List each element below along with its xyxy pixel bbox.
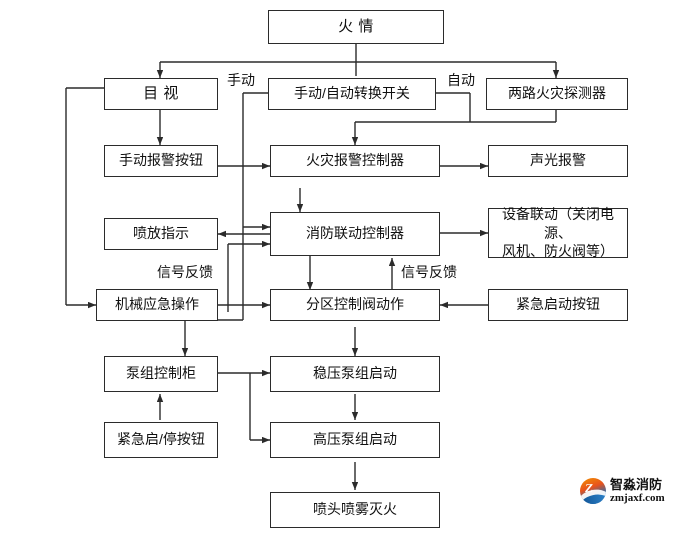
node-dual-fire-detectors[interactable]: 两路火灾探测器	[486, 78, 628, 110]
edge-label-signal-feedback-right: 信号反馈	[400, 262, 458, 282]
node-spray-indicator[interactable]: 喷放指示	[104, 218, 218, 250]
edge-label-auto: 自动	[446, 70, 476, 90]
node-emergency-start-stop-button[interactable]: 紧急启/停按钮	[104, 422, 218, 458]
node-manual-alarm-button[interactable]: 手动报警按钮	[104, 145, 218, 177]
node-high-pressure-pump-start[interactable]: 高压泵组启动	[270, 422, 440, 458]
logo-circle-icon: Z	[580, 478, 606, 504]
node-audible-visual-alarm[interactable]: 声光报警	[488, 145, 628, 177]
node-fire-linkage-controller[interactable]: 消防联动控制器	[270, 212, 440, 256]
watermark-brand: 智淼消防	[610, 477, 663, 492]
node-mechanical-emergency-operation[interactable]: 机械应急操作	[96, 289, 218, 321]
node-visual-observation[interactable]: 目 视	[104, 78, 218, 110]
node-nozzle-spray-extinguish[interactable]: 喷头喷雾灭火	[270, 492, 440, 528]
node-zone-control-valve-action[interactable]: 分区控制阀动作	[270, 289, 440, 321]
watermark-logo: Z 智淼消防 zmjaxf.com	[580, 478, 665, 504]
node-fire-alarm-controller[interactable]: 火灾报警控制器	[270, 145, 440, 177]
node-stabilizing-pump-start[interactable]: 稳压泵组启动	[270, 356, 440, 392]
watermark-url: zmjaxf.com	[610, 492, 665, 504]
node-equipment-linkage[interactable]: 设备联动（关闭电源、 风机、防火阀等）	[488, 206, 628, 259]
watermark-text: 智淼消防 zmjaxf.com	[610, 478, 665, 504]
node-fire[interactable]: 火 情	[268, 10, 444, 44]
edge-label-signal-feedback-left: 信号反馈	[156, 262, 214, 282]
edge-label-manual: 手动	[226, 70, 256, 90]
node-manual-auto-switch[interactable]: 手动/自动转换开关	[268, 78, 436, 110]
node-pump-control-cabinet[interactable]: 泵组控制柜	[104, 356, 218, 392]
node-emergency-start-button[interactable]: 紧急启动按钮	[488, 289, 628, 321]
